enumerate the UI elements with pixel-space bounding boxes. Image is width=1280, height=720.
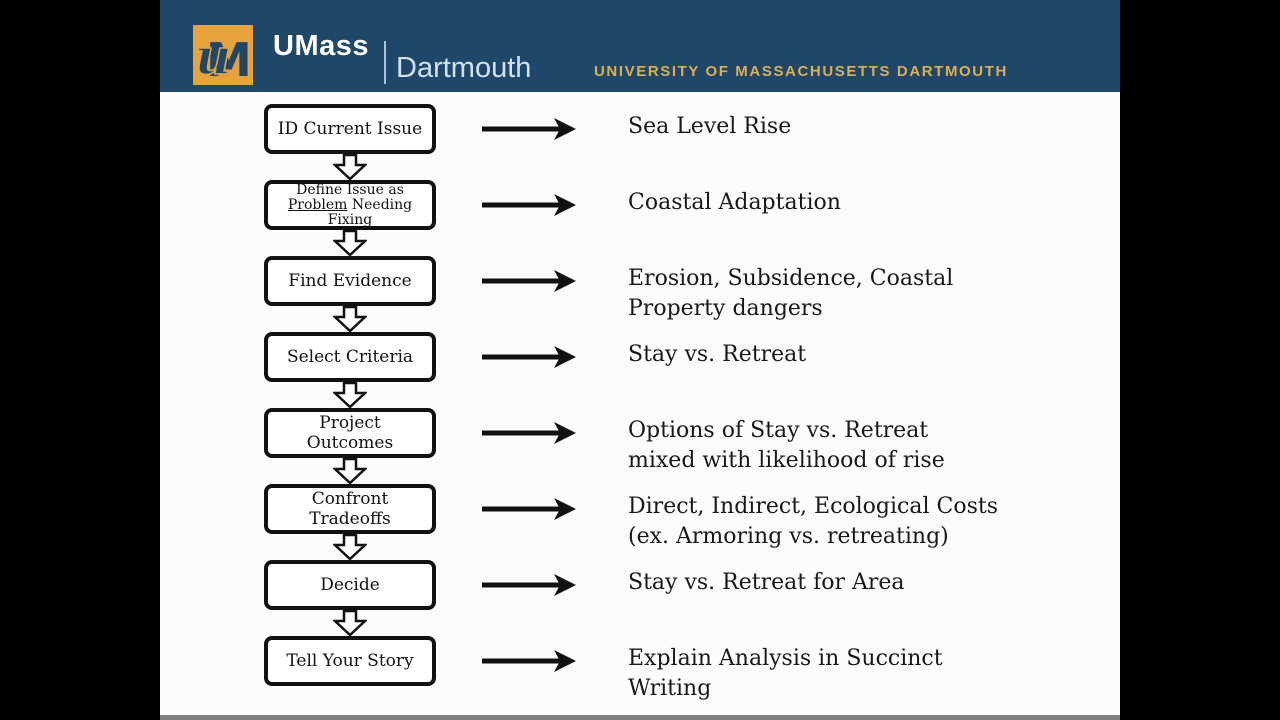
flow-result-text: Erosion, Subsidence, Coastal Property da… [628, 266, 954, 321]
campus-wordmark: Dartmouth [396, 52, 532, 84]
flow-step-label: Find Evidence [288, 271, 412, 291]
slide: M u UMass Dartmouth UNIVERSITY OF MASSAC… [160, 0, 1120, 720]
flow-step-box: Select Criteria [264, 332, 436, 382]
flow-step-box: Find Evidence [264, 256, 436, 306]
down-arrow-icon [333, 458, 367, 484]
flow-step-box: Define Issue as Problem Needing Fixing [264, 180, 436, 230]
flow-result-text: Options of Stay vs. Retreat mixed with l… [628, 418, 945, 473]
flow-result-text: Explain Analysis in Succinct Writing [628, 646, 943, 701]
flow-row: Select Criteria Stay vs. Retreat [264, 332, 1084, 408]
flow-result-text: Stay vs. Retreat [628, 342, 807, 367]
wordmark-divider [384, 41, 386, 84]
brand-wordmark: UMass [273, 30, 369, 62]
flow-result-text: Direct, Indirect, Ecological Costs (ex. … [628, 494, 999, 549]
flow-result-text: Coastal Adaptation [628, 190, 841, 215]
right-arrow-icon [482, 498, 576, 520]
down-arrow-icon [333, 382, 367, 408]
flow-step-label: Confront Tradeoffs [309, 489, 394, 529]
down-arrow-icon [333, 610, 367, 636]
flow-result-text: Sea Level Rise [628, 114, 792, 139]
flow-step-label: Tell Your Story [286, 651, 414, 671]
flow-step-label: Project Outcomes [306, 413, 394, 453]
svg-text:u: u [195, 27, 231, 85]
down-arrow-icon [333, 230, 367, 256]
right-arrow-icon [482, 270, 576, 292]
flow-step-box: Decide [264, 560, 436, 610]
right-arrow-icon [482, 650, 576, 672]
flow-row: Define Issue as Problem Needing Fixing C… [264, 180, 1084, 256]
flow-step-box: Project Outcomes [264, 408, 436, 458]
flow-step-box: Tell Your Story [264, 636, 436, 686]
svg-text:M: M [206, 33, 252, 85]
bottom-edge-bar [160, 715, 1120, 720]
down-arrow-icon [333, 306, 367, 332]
flow-row: Confront Tradeoffs Direct, Indirect, Eco… [264, 484, 1084, 560]
right-arrow-icon [482, 194, 576, 216]
flow-row: Project Outcomes Options of Stay vs. Ret… [264, 408, 1084, 484]
flowchart: ID Current Issue Sea Level Rise Define I… [264, 104, 1084, 712]
right-arrow-icon [482, 422, 576, 444]
flow-step-box: ID Current Issue [264, 104, 436, 154]
umass-logo-icon: M u [193, 25, 253, 85]
flow-step-label: Decide [320, 575, 380, 595]
flow-row: Tell Your Story Explain Analysis in Succ… [264, 636, 1084, 712]
right-arrow-icon [482, 574, 576, 596]
flow-step-label: Select Criteria [286, 347, 414, 367]
flow-row: Find Evidence Erosion, Subsidence, Coast… [264, 256, 1084, 332]
flow-row: ID Current Issue Sea Level Rise [264, 104, 1084, 180]
flow-row: Decide Stay vs. Retreat for Area [264, 560, 1084, 636]
flow-step-label: Define Issue as Problem Needing Fixing [287, 181, 417, 228]
slide-header-banner: M u UMass Dartmouth UNIVERSITY OF MASSAC… [160, 0, 1120, 92]
down-arrow-icon [333, 534, 367, 560]
flow-step-box: Confront Tradeoffs [264, 484, 436, 534]
university-tagline: UNIVERSITY OF MASSACHUSETTS DARTMOUTH [594, 63, 1008, 80]
right-arrow-icon [482, 118, 576, 140]
right-arrow-icon [482, 346, 576, 368]
flow-step-label: ID Current Issue [277, 119, 423, 139]
flow-result-text: Stay vs. Retreat for Area [628, 570, 905, 595]
down-arrow-icon [333, 154, 367, 180]
